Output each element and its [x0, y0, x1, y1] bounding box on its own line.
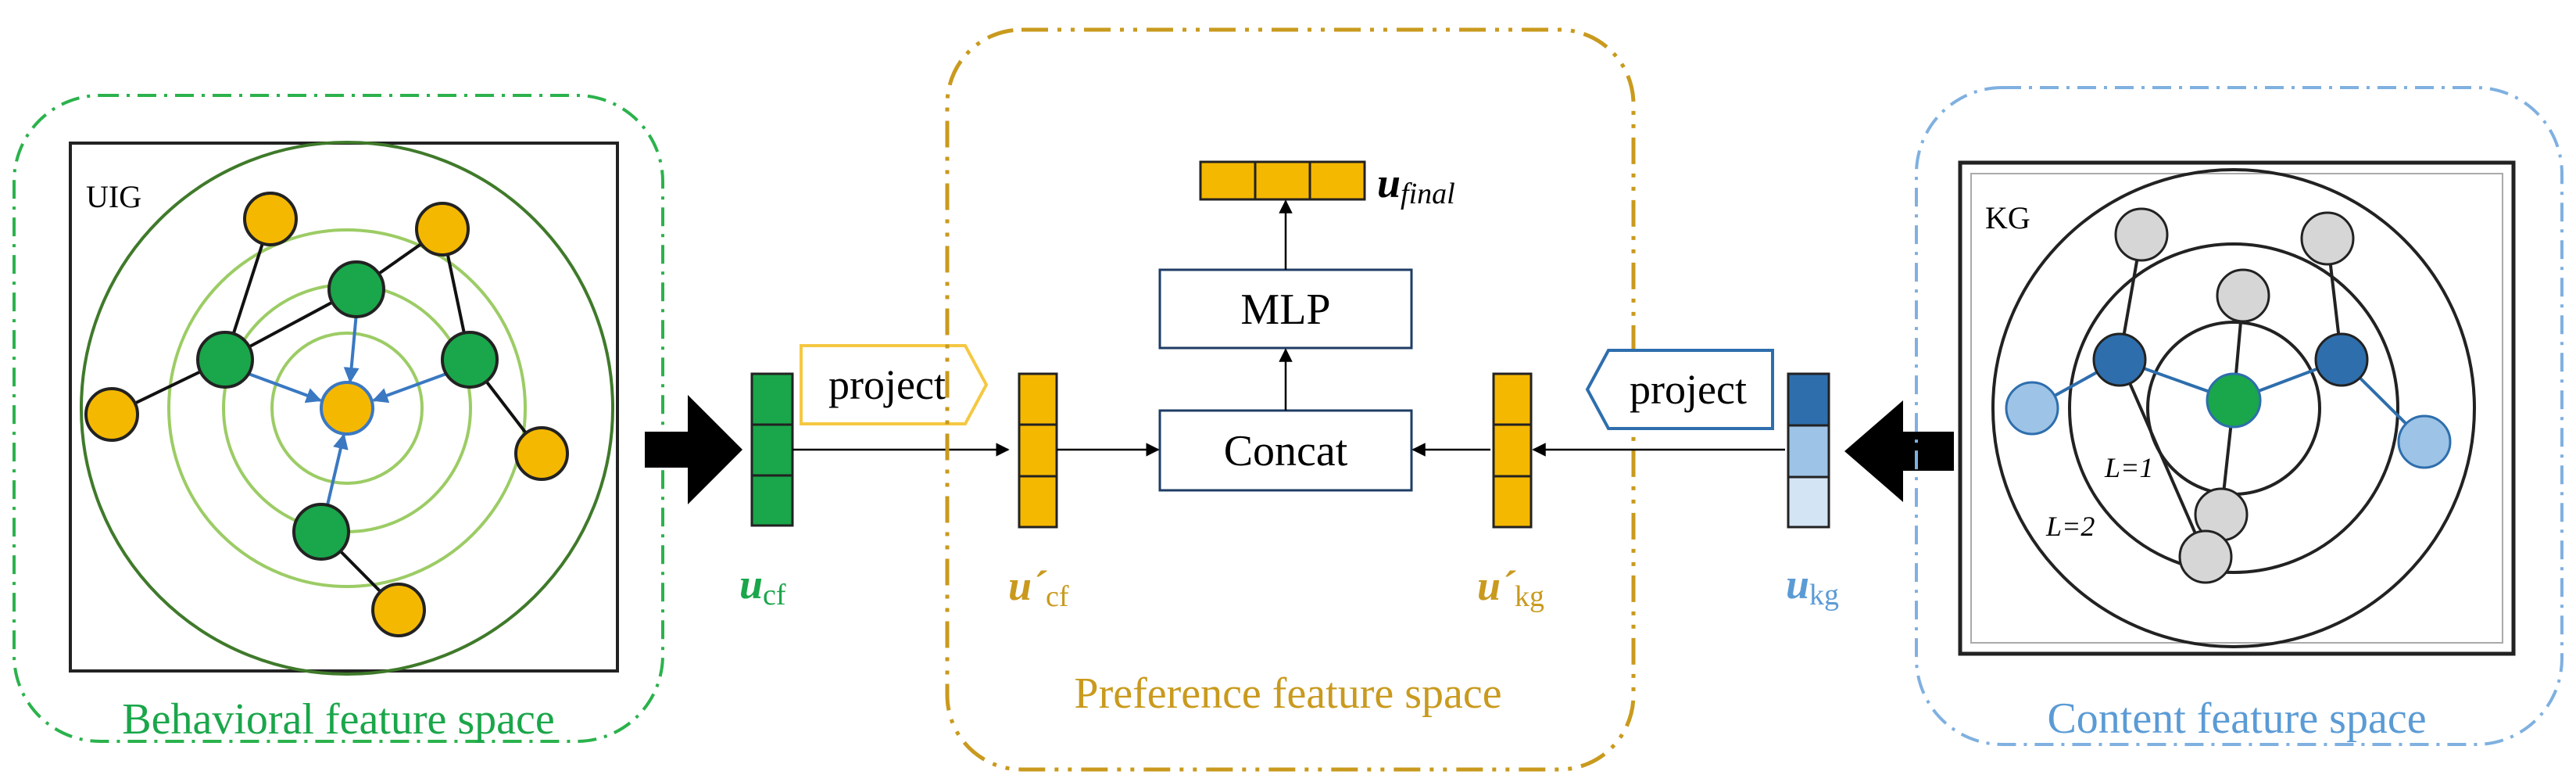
kg-node-gray	[2178, 529, 2233, 584]
uig-node-orange	[84, 387, 139, 442]
kg-node-gray	[2216, 268, 2270, 323]
kg-node-center-user	[2206, 372, 2262, 429]
uig-node-green	[327, 260, 385, 318]
behavioral-panel: UIG Behavi	[13, 94, 664, 744]
right-big-arrow-icon	[1844, 400, 1954, 502]
kg-ring-label-l1: L=1	[2104, 452, 2153, 483]
preference-caption: Preference feature space	[1074, 669, 1501, 718]
project-left-label: project	[828, 361, 946, 408]
kg-ring-middle	[2068, 242, 2399, 574]
u-kg-label: ukg	[1786, 561, 1839, 612]
uig-ring-3	[167, 228, 527, 588]
mlp-label: MLP	[1240, 285, 1330, 334]
content-caption: Content feature space	[2047, 694, 2426, 743]
uig-node-orange	[243, 192, 298, 246]
kg-node-light-blue	[2397, 414, 2452, 469]
concat-label: Concat	[1224, 427, 1348, 475]
project-tag-right: project	[1585, 349, 1774, 430]
uig-node-center-user	[320, 381, 374, 436]
mlp-box	[1158, 268, 1413, 350]
kg-node-gray	[2300, 211, 2355, 266]
kg-node-dark-blue	[2092, 332, 2147, 387]
preference-panel: u´cf Concat MLP ufinal u´kg	[945, 27, 1636, 772]
project-right-label: project	[1630, 366, 1747, 413]
u-cf-label: ucf	[739, 561, 786, 612]
left-big-arrow-icon	[645, 395, 742, 504]
uig-ring-1	[270, 332, 424, 485]
kg-node-gray	[2114, 207, 2169, 262]
concat-box	[1158, 409, 1413, 492]
uig-node-green	[292, 503, 350, 561]
uig-node-orange	[415, 202, 470, 256]
u-final-vector	[1199, 160, 1366, 201]
u-cf-vector	[750, 372, 794, 527]
kg-ring-outer	[1991, 168, 2476, 648]
project-tag-left: project	[800, 344, 989, 425]
u-prime-cf-vector	[1018, 372, 1058, 529]
behavioral-panel-border	[13, 94, 664, 743]
u-kg-vector	[1787, 372, 1830, 529]
uig-node-orange	[371, 583, 426, 637]
kg-node-dark-blue	[2314, 332, 2369, 387]
u-prime-cf-label: u´cf	[1008, 562, 1069, 613]
uig-node-orange	[514, 426, 569, 481]
behavioral-caption: Behavioral feature space	[122, 695, 554, 744]
kg-graph-frame-inner	[1970, 173, 2503, 644]
u-prime-kg-vector	[1492, 372, 1533, 529]
uig-node-green	[441, 331, 499, 389]
content-panel: KG L=1 L=2 Content f	[1915, 86, 2563, 746]
uig-label: UIG	[86, 179, 141, 214]
kg-node-light-blue	[2005, 381, 2059, 436]
u-final-label: ufinal	[1377, 160, 1455, 210]
content-panel-border	[1915, 86, 2563, 746]
uig-ring-outer	[80, 141, 614, 676]
u-prime-kg-label: u´kg	[1477, 562, 1544, 613]
kg-label: KG	[1985, 200, 2030, 235]
uig-message-arrows	[248, 312, 447, 509]
uig-node-green	[196, 331, 254, 389]
kg-ring-label-l2: L=2	[2045, 511, 2095, 542]
